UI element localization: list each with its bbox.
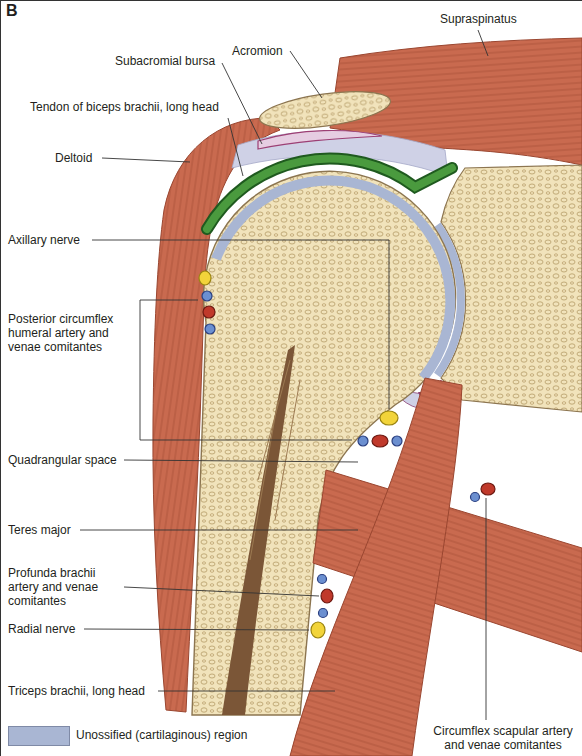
panel-letter: B (6, 4, 18, 18)
subacromial-bursa (258, 131, 382, 149)
vessels-and-nerves (199, 271, 495, 638)
leader-lines (80, 30, 488, 720)
biceps-tendon (207, 159, 452, 229)
legend-text: Unossified (cartilaginous) region (76, 728, 247, 742)
part-label: Triceps brachii, long head (8, 684, 145, 698)
part-label: Axillary nerve (8, 233, 80, 247)
legend-swatch (8, 726, 70, 746)
part-label: Profunda brachii artery and venae comita… (8, 566, 120, 608)
triceps-long-head (290, 378, 462, 756)
part-label: Subacromial bursa (115, 54, 215, 68)
part-label: Tendon of biceps brachii, long head (30, 100, 219, 114)
acromion-bone (257, 85, 392, 135)
part-label: Posterior circumflex humeral artery and … (8, 312, 133, 354)
part-label: Supraspinatus (440, 12, 517, 26)
part-label: Teres major (8, 523, 71, 537)
part-label: Circumflex scapular artery and venae com… (428, 724, 578, 752)
part-label: Quadrangular space (8, 453, 117, 467)
part-label: Acromion (232, 44, 283, 58)
part-label: Radial nerve (8, 622, 75, 636)
part-label: Deltoid (55, 151, 92, 165)
humeral-head-cartilage (216, 180, 450, 378)
